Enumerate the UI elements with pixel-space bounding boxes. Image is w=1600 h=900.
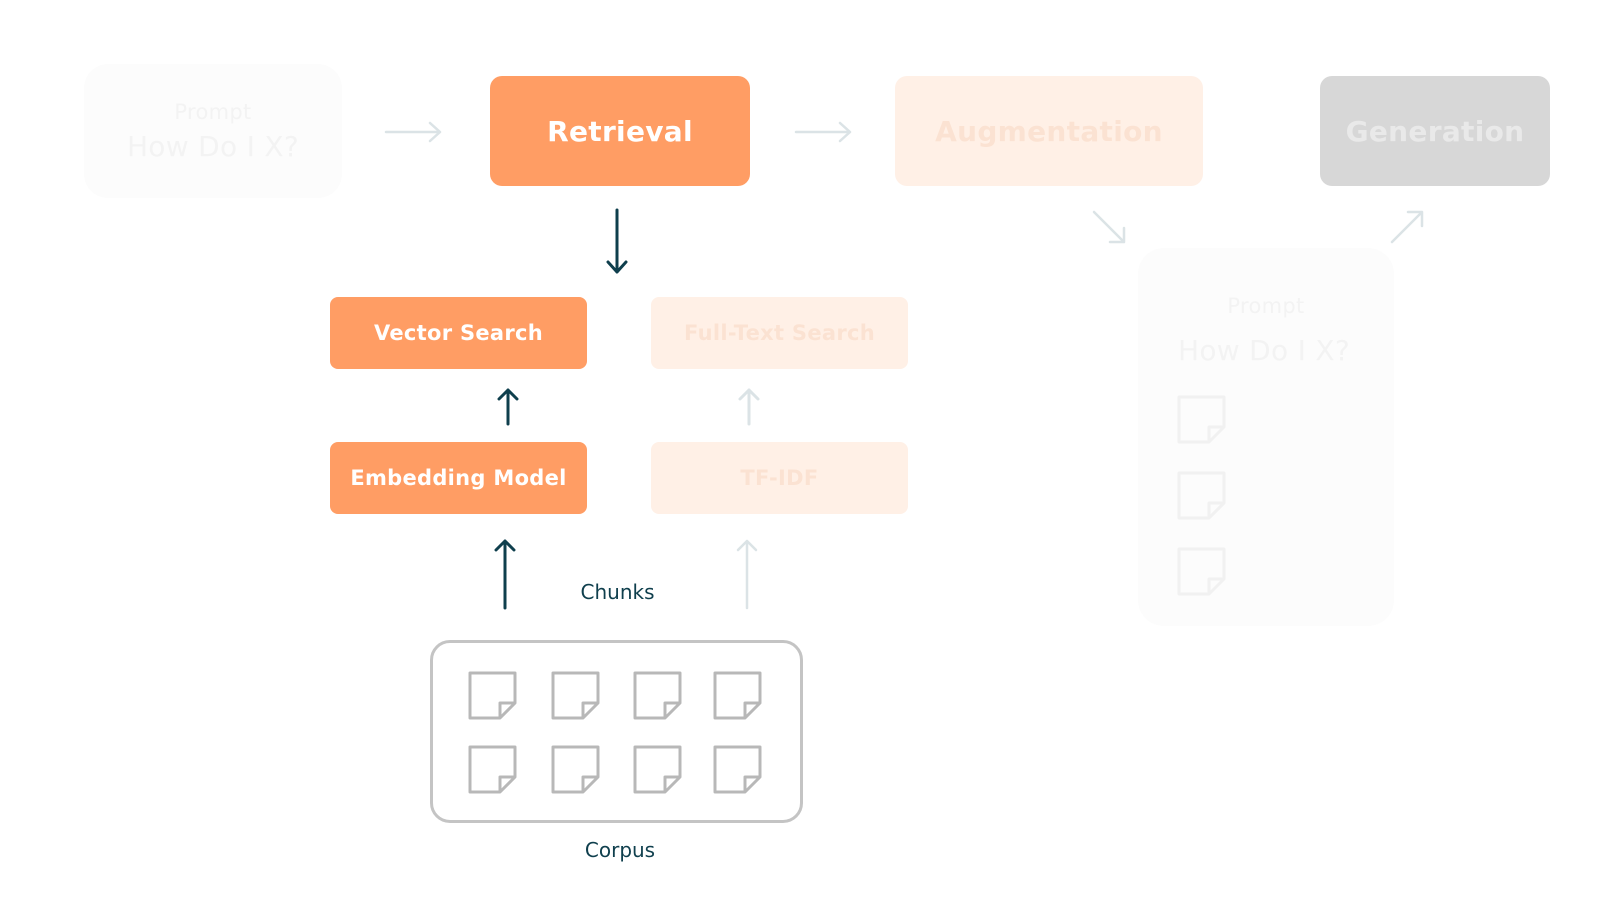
corpus-container [430, 640, 803, 823]
prompt-card-input: Prompt How Do I X? [84, 64, 342, 198]
document-icon [551, 671, 600, 720]
document-icon [468, 745, 517, 794]
document-icon [713, 745, 762, 794]
document-icon [633, 745, 682, 794]
augmented-prompt-label: Prompt [1227, 294, 1305, 318]
document-icon [1177, 471, 1226, 520]
document-icon [551, 745, 600, 794]
arrow-icon [384, 121, 442, 143]
document-icon [468, 671, 517, 720]
document-icon [1177, 547, 1226, 596]
document-icon [713, 671, 762, 720]
vector-search-box: Vector Search [330, 297, 587, 369]
tfidf-box: TF-IDF [651, 442, 908, 514]
arrow-icon [1390, 210, 1424, 244]
embedding-model-box: Embedding Model [330, 442, 587, 514]
prompt-card-augmented: Prompt How Do I X? [1138, 248, 1394, 626]
augmented-prompt-question: How Do I X? [1178, 334, 1351, 367]
prompt-question: How Do I X? [126, 129, 300, 163]
document-icon [633, 671, 682, 720]
arrow-icon [738, 388, 760, 426]
generation-stage-box: Generation [1320, 76, 1550, 186]
augmentation-stage-box: Augmentation [895, 76, 1203, 186]
full-text-search-box: Full-Text Search [651, 297, 908, 369]
corpus-label: Corpus [584, 838, 656, 862]
arrow-icon [794, 121, 852, 143]
arrow-icon [606, 208, 628, 274]
chunks-label: Chunks [580, 580, 655, 604]
arrow-icon [736, 539, 758, 610]
arrow-icon [497, 388, 519, 426]
retrieval-stage-box: Retrieval [490, 76, 750, 186]
arrow-icon [494, 539, 516, 610]
arrow-icon [1092, 210, 1126, 244]
document-icon [1177, 395, 1226, 444]
prompt-label: Prompt [174, 99, 252, 124]
